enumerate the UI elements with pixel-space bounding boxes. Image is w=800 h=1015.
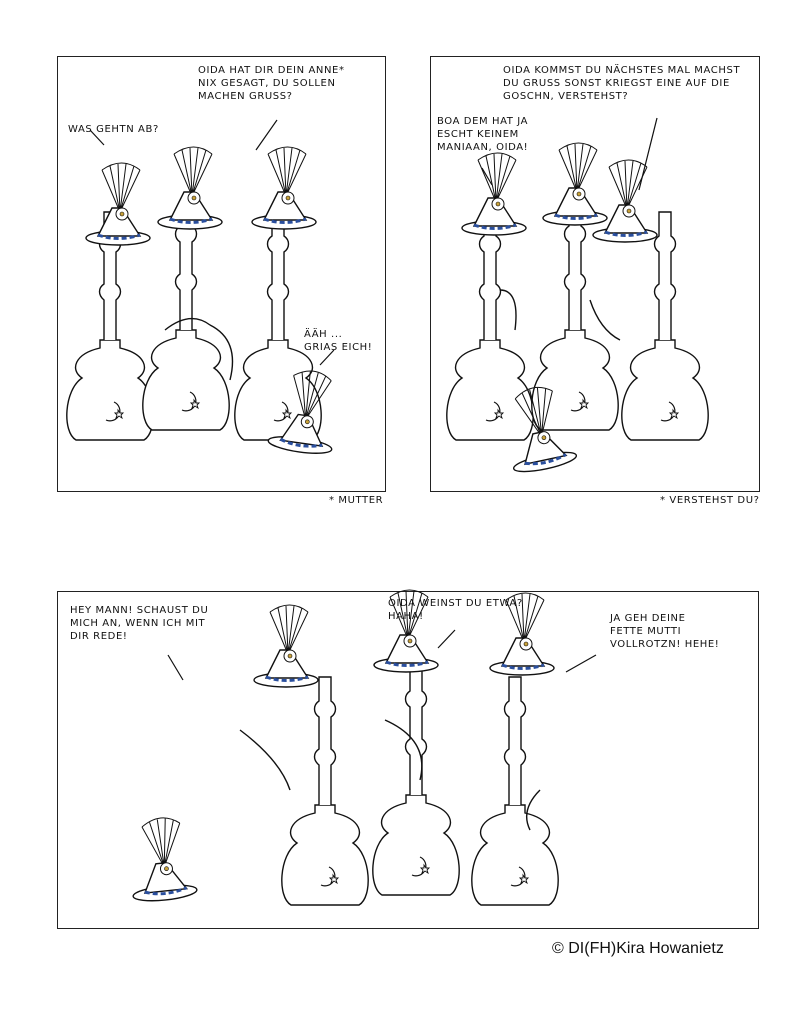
speech-oida-weinst: OIDA WEINST DU ETWA? HAHA! <box>388 598 523 622</box>
footnote-mutter: * MUTTER <box>329 495 384 506</box>
footnote-verstehst: * VERSTEHST DU? <box>660 495 760 506</box>
copyright-credit: © DI(FH)Kira Howanietz <box>552 940 724 957</box>
speech-was-gehtn: WAS GEHTN AB? <box>68 124 159 135</box>
speech-grias-eich: ÄÄH ... GRIAS EICH! <box>304 329 373 353</box>
speech-hey-mann: HEY MANN! SCHAUST DU MICH AN, WENN ICH M… <box>70 605 209 642</box>
speech-oida-anne: OIDA HAT DIR DEIN ANNE* NIX GESAGT, DU S… <box>198 65 345 102</box>
speech-oida-kommst: OIDA KOMMST DU NÄCHSTES MAL MACHST DU GR… <box>503 65 741 102</box>
speech-boa-dem: BOA DEM HAT JA ESCHT KEINEM MANIAAN, OID… <box>437 116 529 153</box>
speech-ja-geh: JA GEH DEINE FETTE MUTTI VOLLROTZN! HEHE… <box>610 613 720 650</box>
